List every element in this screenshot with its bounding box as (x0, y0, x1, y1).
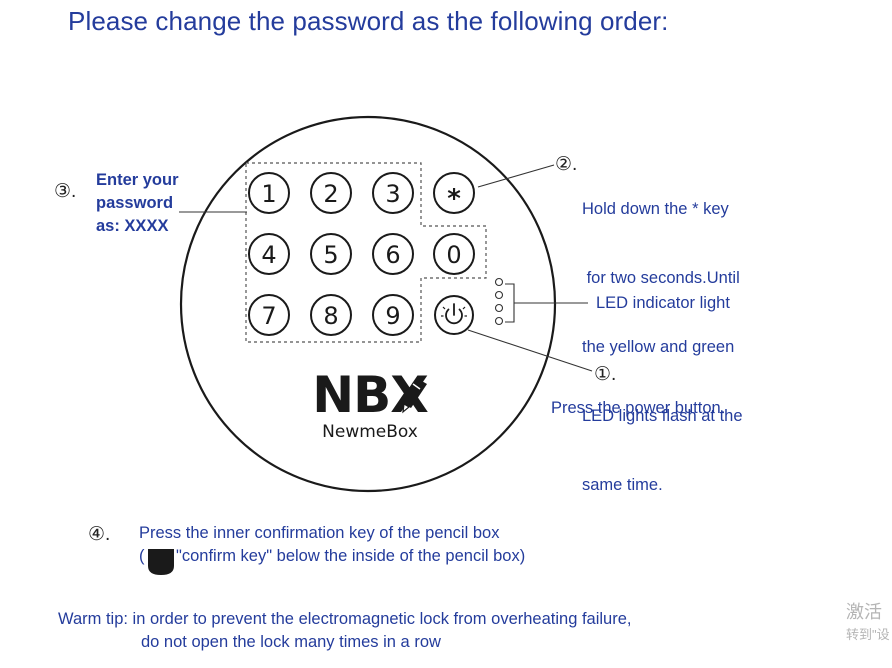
key-6[interactable]: 6 (372, 233, 414, 275)
key-1-label: 1 (261, 180, 276, 208)
step3-text: Enter your password as: XXXX (96, 169, 179, 238)
key-8[interactable]: 8 (310, 294, 352, 336)
step2-marker: ②. (555, 154, 578, 175)
key-0[interactable]: 0 (433, 233, 475, 275)
step3-line: as: XXXX (96, 217, 169, 235)
key-1[interactable]: 1 (248, 172, 290, 214)
led-bracket (505, 283, 515, 323)
key-8-label: 8 (323, 302, 338, 330)
key-5[interactable]: 5 (310, 233, 352, 275)
step2-line: for two seconds.Until (582, 269, 740, 287)
step4-marker: ④. (88, 524, 111, 545)
step1-text: Press the power button. (551, 399, 726, 417)
led-indicator-label: LED indicator light (596, 294, 730, 312)
key-9-label: 9 (385, 302, 400, 330)
step2-line: LED lights flash at the (582, 407, 743, 425)
key-6-label: 6 (385, 241, 400, 269)
step4-line2-rest: "confirm key" below the inside of the pe… (176, 547, 526, 565)
logo-name: NewmeBox (322, 422, 418, 442)
step1-marker: ①. (594, 364, 617, 385)
led-indicator-lights (494, 277, 504, 326)
key-0-label: 0 (446, 241, 461, 269)
step3-marker: ③. (54, 181, 77, 202)
key-star-label: * (447, 184, 461, 214)
step2-leader-line (477, 164, 555, 188)
number-keys-dashed-outline (245, 162, 487, 343)
step4-line1: Press the inner confirmation key of the … (139, 524, 500, 542)
step2-text: Hold down the * key for two seconds.Unti… (582, 152, 743, 520)
step4-line2-open: ( (139, 547, 145, 565)
key-3[interactable]: 3 (372, 172, 414, 214)
step3-line: password (96, 194, 174, 212)
step2-line: Hold down the * key (582, 200, 729, 218)
pencil-icon (402, 380, 427, 414)
key-7-label: 7 (261, 302, 276, 330)
key-star[interactable]: * (433, 172, 475, 214)
warm-tip-line2: do not open the lock many times in a row (141, 633, 441, 651)
key-3-label: 3 (385, 180, 400, 208)
warm-tip-line1: Warm tip: in order to prevent the electr… (58, 610, 632, 628)
nbx-logo: NBX NewmeBox (312, 366, 429, 442)
confirm-key-icon (148, 549, 174, 575)
step2-line: the yellow and green (582, 338, 735, 356)
lock-face-circle (179, 115, 557, 493)
key-4[interactable]: 4 (248, 233, 290, 275)
step2-line: same time. (582, 476, 663, 494)
key-2-label: 2 (323, 180, 338, 208)
step3-line: Enter your (96, 171, 179, 189)
key-7[interactable]: 7 (248, 294, 290, 336)
power-button[interactable] (434, 295, 474, 335)
key-4-label: 4 (261, 241, 276, 269)
power-icon (441, 303, 467, 325)
page-title: Please change the password as the follow… (68, 6, 669, 36)
logo-mark: NBX (312, 366, 428, 424)
key-2[interactable]: 2 (310, 172, 352, 214)
key-5-label: 5 (323, 241, 338, 269)
watermark-line2: 转到"设 (846, 627, 890, 642)
watermark-line1: 激活 (846, 602, 882, 622)
step1-leader-line (467, 329, 593, 372)
key-9[interactable]: 9 (372, 294, 414, 336)
